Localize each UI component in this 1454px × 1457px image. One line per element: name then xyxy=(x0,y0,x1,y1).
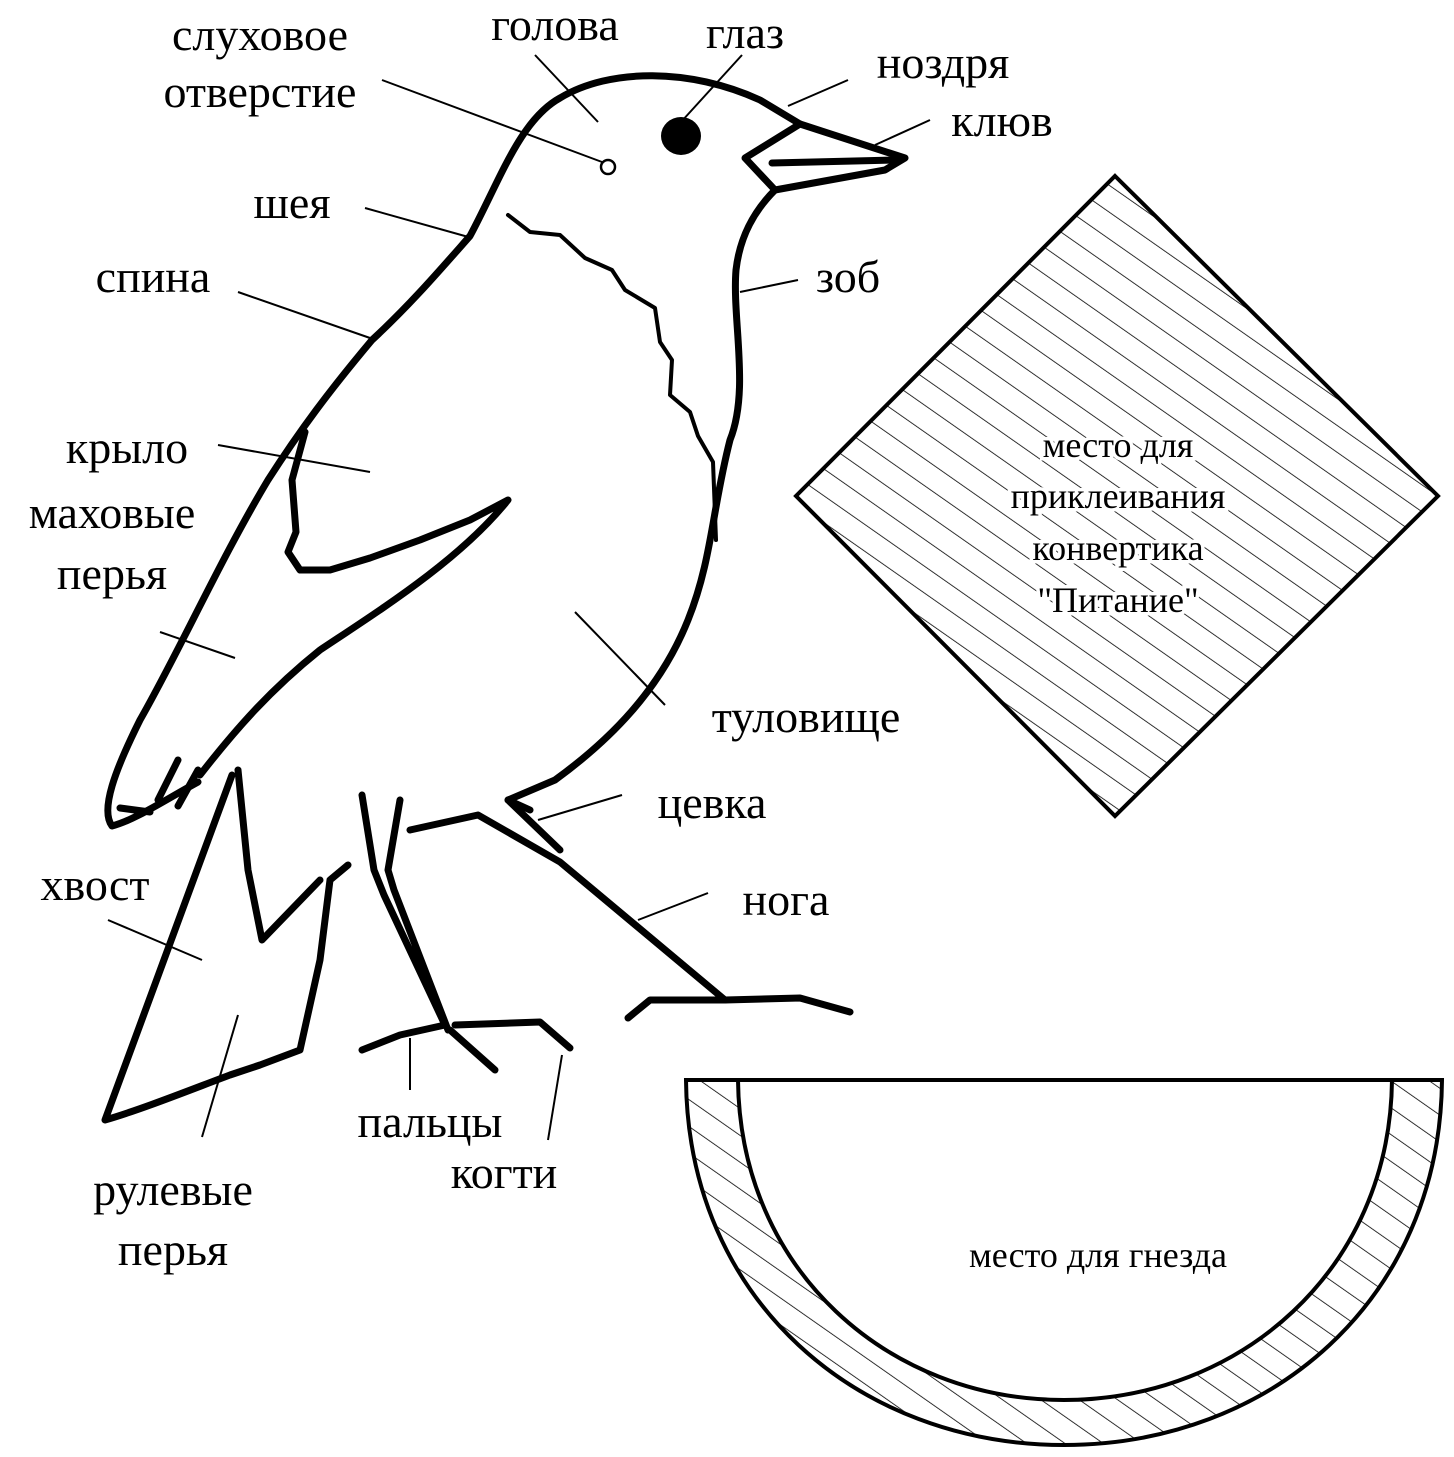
leader-nostril xyxy=(788,80,848,106)
label-flight-feathers-1: маховые xyxy=(29,487,196,538)
nest-area: место для гнезда xyxy=(686,1080,1442,1445)
diamond-line4: "Питание" xyxy=(1037,580,1198,620)
leader-flight-feathers xyxy=(160,632,235,658)
label-toes: пальцы xyxy=(358,1096,503,1147)
label-tail-feathers-1: рулевые xyxy=(93,1164,253,1215)
tail-outline xyxy=(105,770,348,1120)
leader-crop xyxy=(740,280,798,292)
label-leg: нога xyxy=(743,874,830,925)
leader-tarsus xyxy=(538,795,622,820)
label-neck: шея xyxy=(254,177,331,228)
label-flight-feathers-2: перья xyxy=(57,548,167,599)
bird-back-outline xyxy=(108,76,800,826)
label-tail-feathers-2: перья xyxy=(118,1224,228,1275)
label-head: голова xyxy=(491,0,619,50)
label-nostril: ноздря xyxy=(877,37,1010,88)
ear-opening-shape xyxy=(601,160,615,174)
right-foot xyxy=(628,998,850,1018)
leader-back xyxy=(238,292,370,338)
label-tarsus: цевка xyxy=(658,777,767,828)
label-tail: хвост xyxy=(40,859,149,910)
diamond-line2: приклеивания xyxy=(1011,476,1226,516)
label-ear-opening-1: слуховое xyxy=(172,9,348,60)
label-back: спина xyxy=(96,251,211,302)
label-beak: клюв xyxy=(951,95,1052,146)
label-eye: глаз xyxy=(706,7,784,58)
wing-outline xyxy=(200,432,508,775)
label-ear-opening-2: отверстие xyxy=(164,66,357,117)
leader-leg xyxy=(638,893,708,920)
leader-claws xyxy=(548,1055,562,1140)
diamond-line1: место для xyxy=(1043,425,1194,465)
left-leg-outline xyxy=(362,795,448,1030)
beak-split xyxy=(772,160,895,163)
leader-beak xyxy=(875,120,930,145)
nest-label: место для гнезда xyxy=(969,1235,1227,1275)
bird-drawing xyxy=(105,76,905,1120)
leader-tail xyxy=(108,920,202,960)
label-claws: когти xyxy=(451,1147,558,1198)
label-wing: крыло xyxy=(66,422,188,473)
diamond-line3: конвертика xyxy=(1032,528,1203,568)
right-leg-outline xyxy=(410,800,725,1000)
label-crop: зоб xyxy=(816,251,880,302)
left-foot xyxy=(362,1022,570,1070)
leader-body xyxy=(575,612,665,705)
leader-lines xyxy=(108,55,930,1140)
collar-line xyxy=(508,215,716,540)
leader-neck xyxy=(365,208,472,238)
eye-shape xyxy=(661,117,701,155)
label-body: туловище xyxy=(712,691,901,742)
